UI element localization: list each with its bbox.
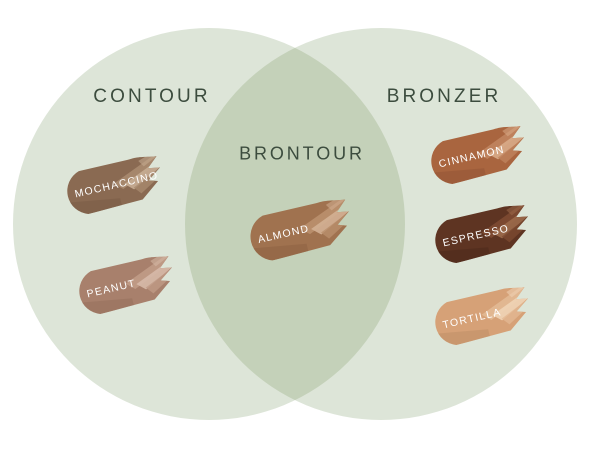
swatch-mochaccino: MOCHACCINO	[56, 152, 168, 220]
swatch-stroke-shape	[426, 122, 531, 188]
swatch-almond: ALMOND	[239, 195, 357, 267]
swatch-stroke-shape	[62, 152, 167, 218]
set-label-contour: CONTOUR	[93, 86, 211, 107]
venn-circle-overlap-brontour	[185, 28, 405, 420]
swatch-espresso: ESPRESSO	[424, 201, 536, 269]
swatch-cinnamon: CINNAMON	[420, 122, 532, 190]
swatch-stroke-shape	[430, 201, 535, 267]
set-label-brontour: BRONTOUR	[239, 143, 365, 164]
swatch-stroke-shape	[430, 283, 535, 349]
set-label-bronzer: BRONZER	[386, 86, 502, 107]
swatch-tortilla: TORTILLA	[424, 283, 536, 351]
swatch-stroke-shape	[245, 196, 356, 265]
swatch-peanut: PEANUT	[68, 252, 180, 320]
swatch-stroke-shape	[74, 252, 179, 318]
